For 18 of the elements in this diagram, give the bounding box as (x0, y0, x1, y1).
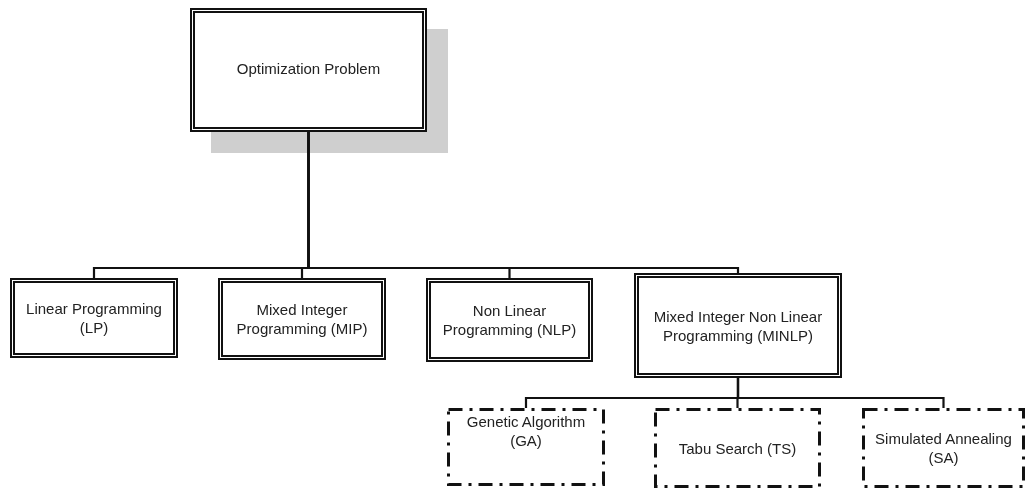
process-box (10, 278, 178, 358)
process-box (447, 408, 605, 486)
box-label: Genetic Algorithm (GA) (465, 412, 587, 450)
process-box (634, 273, 842, 378)
process-box (190, 8, 427, 132)
process-box (218, 278, 386, 360)
process-box (426, 278, 593, 362)
box-label: Mixed Integer Programming (MIP) (235, 300, 369, 338)
box-label: Non Linear Programming (NLP) (441, 301, 578, 339)
box-label: Linear Programming (LP) (25, 299, 163, 337)
box-label: Optimization Problem (236, 59, 381, 78)
box-label: Tabu Search (TS) (678, 438, 797, 458)
process-box (654, 408, 821, 488)
process-box (862, 408, 1025, 488)
connector-line (736, 378, 945, 408)
box-label: Mixed Integer Non Linear Programming (MINLP) (652, 306, 824, 345)
connector-line (307, 132, 740, 274)
box-label: Simulated Annealing (SA) (874, 429, 1013, 467)
